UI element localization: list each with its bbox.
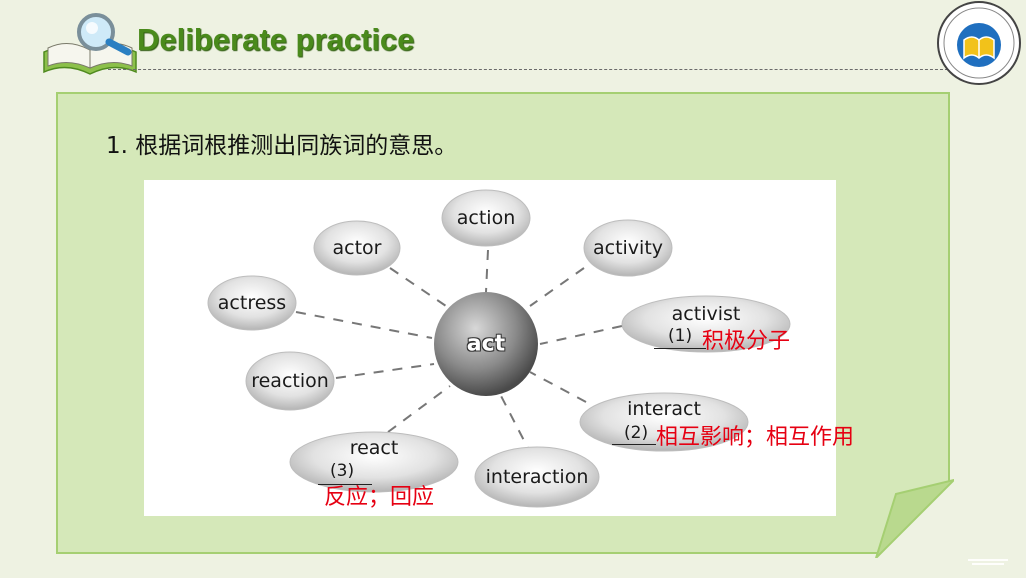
node-actor [313, 220, 401, 276]
node-interaction [474, 446, 600, 508]
answer-underline-2 [612, 444, 656, 445]
node-activist [621, 295, 791, 353]
node-actress [207, 275, 297, 331]
node-label-reaction: reaction [251, 370, 329, 392]
connector-actress [295, 311, 433, 339]
book-magnifier-icon [43, 13, 137, 75]
answer-3: 反应；回应 [324, 485, 435, 510]
node-label-actress: actress [217, 292, 287, 314]
connector-reaction [335, 363, 435, 379]
node-label-interaction: interaction [485, 466, 589, 488]
node-label-actor: actor [332, 237, 382, 259]
connector-action [485, 249, 489, 293]
connector-interact [529, 371, 587, 403]
page-title: Deliberate practice [137, 22, 415, 57]
connector-actor [389, 267, 447, 307]
connector-react [387, 385, 451, 433]
connector-interaction [499, 393, 533, 457]
blank-number-3: (3) [330, 461, 355, 481]
node-label-action: action [456, 207, 516, 229]
node-react [289, 431, 459, 493]
node-activity [583, 219, 673, 277]
answer-underline-1 [654, 348, 706, 349]
node-label-react: react [349, 437, 399, 459]
answer-2: 相互影响；相互作用 [656, 425, 855, 450]
connector-activity [529, 267, 585, 307]
node-label-activist: activist [671, 303, 741, 325]
answer-1: 积极分子 [702, 329, 791, 354]
node-action [441, 189, 531, 247]
node-interact [579, 392, 749, 452]
header-divider [108, 69, 958, 70]
footer-decoration [968, 559, 1008, 565]
blank-number-2: (2) [624, 423, 649, 443]
node-center [434, 292, 538, 396]
answer-underline-3 [318, 484, 372, 485]
node-label-interact: interact [627, 398, 701, 420]
page-curl-decoration [875, 478, 954, 558]
word-family-diagram: action actor activity actress activist r… [144, 180, 836, 516]
instruction-text: 1. 根据词根推测出同族词的意思。 [106, 133, 458, 159]
connector-activist [539, 325, 623, 345]
center-root-label: act [466, 331, 506, 357]
blank-number-1: (1) [668, 326, 693, 346]
brand-logo [937, 1, 1021, 85]
diagram-canvas [207, 189, 791, 508]
node-label-activity: activity [592, 237, 664, 259]
node-reaction [245, 351, 335, 411]
